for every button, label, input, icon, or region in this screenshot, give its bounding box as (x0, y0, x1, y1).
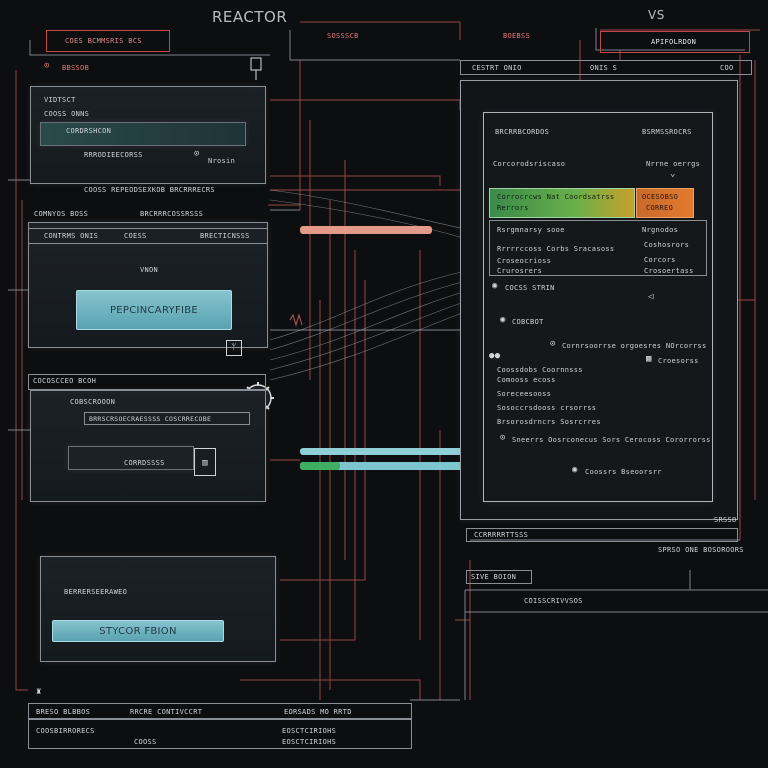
panel-b-header (28, 228, 268, 244)
panel-c-field[interactable] (68, 446, 194, 470)
table-r1c2: RRCRE CONTIVCCRT (130, 708, 203, 716)
top-strip (460, 60, 752, 75)
app-title: REACTOR (212, 8, 288, 26)
monitor-top-right: BSRMSSROCRS (642, 128, 692, 136)
side-panel-title[interactable]: SIVE BOION (466, 570, 532, 584)
row-label-left: COMNYOS BOSS (34, 210, 89, 218)
monitor-row2-right: Nrrne oerrgs (646, 160, 701, 168)
list-3r: Crosoertass (644, 267, 694, 275)
tag-right[interactable]: APIFOLRDON (600, 31, 750, 53)
info-icon[interactable]: ⊙ (194, 149, 200, 159)
strip-col2: ONIS S (590, 64, 618, 72)
panel-c-tag: COCOSCCEO BCOH (28, 374, 266, 390)
panel-a-badge: Nrosin (208, 157, 236, 165)
footer-under: SPRSO ONE BOSOROORS (658, 546, 744, 554)
status-3: Cornrsoorrse orgoesres NOrcorrss (562, 342, 707, 350)
table-r2c3-dup: EOSCTCIRIOHS (282, 738, 337, 746)
panel-b-col1: CONTRMS ONIS (44, 232, 99, 240)
table-r1c1: BRESO BLBBOS (36, 708, 91, 716)
orange-sub: CORREO (646, 204, 674, 212)
panel-a-field-label: CORDRSHCON (66, 127, 112, 135)
status-2: COBCBOT (512, 318, 544, 326)
strip-col3: COO (720, 64, 734, 72)
green-sub: Rerrors (497, 204, 529, 212)
panel-a-subtitle: COOSS ONNS (44, 110, 90, 118)
table-r1c3: EORSADS MO RRTD (284, 708, 352, 716)
status-orange[interactable] (636, 188, 694, 218)
panel-c-banner: BRRSCRSOECRAESSSS COSCRRECOBE (84, 412, 250, 425)
list-head-right: Nrgnodos (642, 226, 679, 234)
monitor-top-left: BRCRRBCORDOS (495, 128, 550, 136)
panel-a-caption: COOSS REPEODSEXKOB BRCRRRECRS (84, 186, 215, 194)
status-green[interactable] (489, 188, 635, 218)
monitor-list (489, 220, 707, 276)
status-dot-4-icon: ⊙ (500, 433, 506, 443)
bullet-4: Sosoccrsdooss crsorrss (497, 404, 597, 412)
status-dot-1-icon: ◉ (492, 281, 498, 291)
mini-tag: BOEBSS (503, 32, 531, 40)
tag-left[interactable]: COES BCMMSRIS BCS (46, 30, 170, 52)
status-5: Coossrs Bseoorsrr (585, 468, 662, 476)
status-4: Sneerrs Oosrconecus Sors Cerocoss Cororr… (512, 436, 711, 444)
chevron-icon[interactable]: ⌄ (670, 169, 676, 179)
status-dot-2-icon: ◉ (500, 315, 506, 325)
list-1: Rrrrrccoss Corbs Sracasoss (497, 245, 615, 253)
orange-text: OCESOBSO (642, 193, 679, 201)
table-row-2 (28, 719, 412, 749)
footer-right: SRSSO (714, 516, 737, 524)
bullet-2: Comooss ecoss (497, 376, 556, 384)
bullet-5: Brsorosdrncrs Sosrcrres (497, 418, 601, 426)
perception-button[interactable]: PEPCINCARYFIBE (76, 290, 232, 330)
panel-c-field-label: CORRDSSSS (124, 459, 165, 467)
list-head-left: Rsrgmnarsy sooe (497, 226, 565, 234)
center-tag: SOSSSCB (327, 32, 359, 40)
connector-icon: ᛘ (226, 340, 242, 356)
panel-b-mini: VNON (140, 266, 159, 274)
table-r2c3: EOSCTCIRIOHS (282, 727, 337, 735)
bullet-1: Coossdobs Coornnsss (497, 366, 583, 374)
panel-c-title: COBSCROOON (70, 398, 116, 406)
list-2r: Corcors (644, 256, 676, 264)
footer-left: CCRRRRRTTSSS (474, 531, 529, 539)
marker-label: BBSSOB (62, 64, 90, 72)
monitor-row2-left: Corcorodsriscaso (493, 160, 566, 168)
monitor-screen (483, 112, 713, 502)
version-label: VS (648, 8, 665, 22)
bullet-3: Soreceesooss (497, 390, 552, 398)
table-r2c2: COOSS (134, 738, 157, 746)
arrow-left-icon[interactable]: ◁ (648, 292, 654, 302)
nodes-icon: ●● (489, 351, 501, 361)
side-panel-sub: COISSCRIVVSOS (524, 597, 583, 605)
table-row-1 (28, 703, 412, 719)
panel-b-col3: BRECTICNSSS (200, 232, 250, 240)
start-button[interactable]: STYCOR FBION (52, 620, 224, 642)
strip-col1: CESTRT ONIO (472, 64, 522, 72)
panel-b-col2: COESS (124, 232, 147, 240)
row-label-right: BRCRRRCOSSRSSS (140, 210, 204, 218)
status-3r: Croesorss (658, 357, 699, 365)
table-r2c1: COOSBIRRORECS (36, 727, 95, 735)
status-dot-5-icon: ◉ (572, 465, 578, 475)
grid-icon: ▩ (646, 354, 652, 364)
panel-d-label: BERRERSEERAWEO (64, 588, 128, 596)
target-icon: ⊙ (44, 61, 50, 71)
list-1r: Coshosrors (644, 241, 690, 249)
list-3: Crurosrers (497, 267, 543, 275)
monitor-footer (466, 528, 738, 542)
status-1: COCSS STRIN (505, 284, 555, 292)
drone-icon: ♜ (36, 687, 42, 697)
green-text: Corrocrcws Nat Coordsatrss (497, 193, 615, 201)
list-2: Croseocrioss (497, 257, 552, 265)
panel-a-field-sub: RRRODIEECORSS (84, 151, 143, 159)
panel-a-field[interactable] (40, 122, 246, 146)
panel-a-title: VIDTSCT (44, 96, 76, 104)
status-dot-3-icon: ⊙ (550, 339, 556, 349)
tower-icon: ▥ (194, 448, 216, 476)
panel-d (40, 556, 276, 662)
